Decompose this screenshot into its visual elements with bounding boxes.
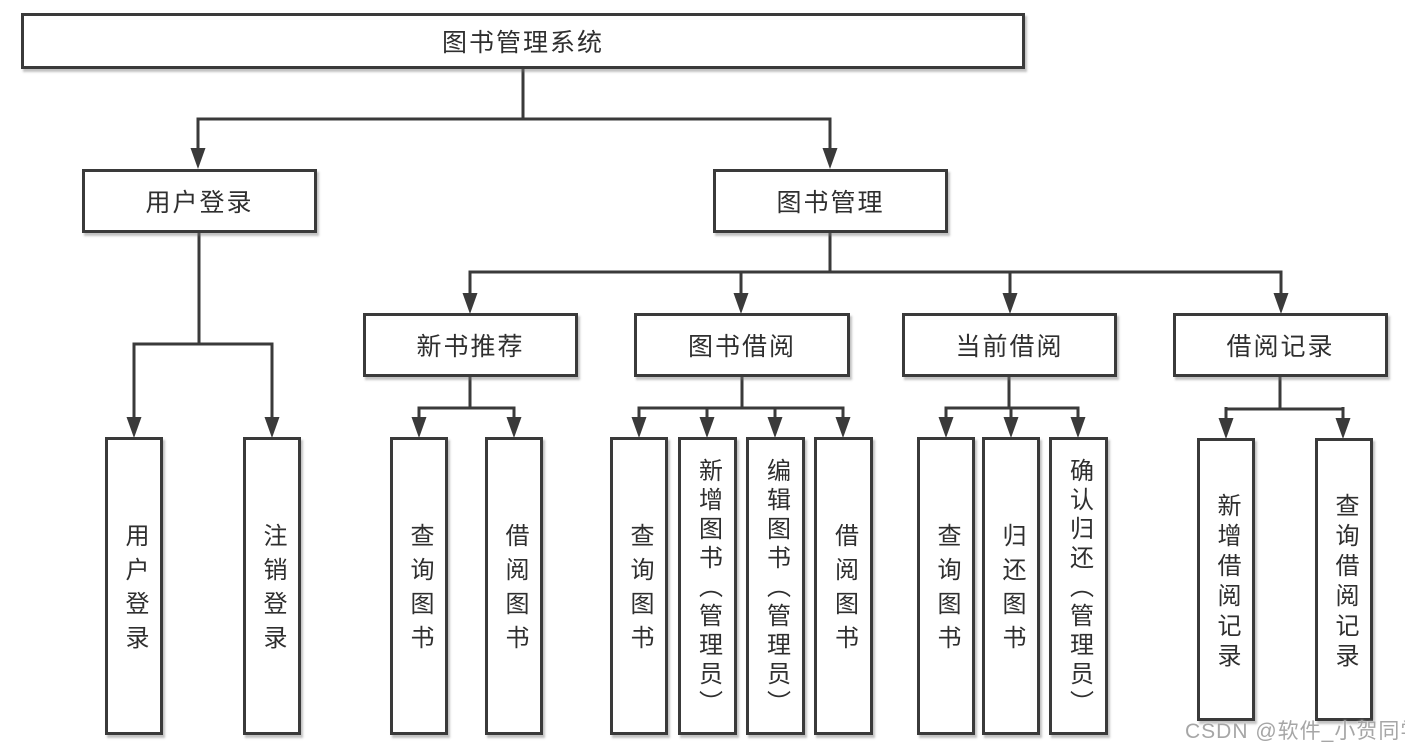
node-root-system: 图书管理系统 [21, 13, 1025, 69]
leaf-confirm-return-admin: 确认归还（管理员） [1049, 437, 1108, 735]
leaf-query-books-2: 查询图书 [610, 437, 668, 735]
leaf-logout-label: 注销登录 [259, 523, 286, 659]
leaf-edit-books-admin-label: 编辑图书（管理员） [762, 458, 790, 719]
leaf-borrow-books-2: 借阅图书 [814, 437, 873, 735]
leaf-add-borrow-record-label: 新增借阅记录 [1213, 492, 1240, 673]
leaf-query-books-1: 查询图书 [390, 437, 448, 735]
leaf-query-books-3-label: 查询图书 [933, 523, 960, 659]
leaf-query-borrow-record: 查询借阅记录 [1315, 438, 1373, 721]
leaf-query-books-3: 查询图书 [917, 437, 975, 735]
leaf-return-books: 归还图书 [982, 437, 1040, 735]
leaf-add-books-admin-label: 新增图书（管理员） [694, 458, 722, 719]
leaf-confirm-return-admin-label: 确认归还（管理员） [1065, 458, 1093, 719]
node-current-borrow: 当前借阅 [902, 313, 1117, 377]
node-new-book-recommend: 新书推荐 [363, 313, 578, 377]
leaf-edit-books-admin: 编辑图书（管理员） [746, 437, 805, 735]
leaf-borrow-books-2-label: 借阅图书 [830, 523, 858, 659]
leaf-user-login-label: 用户登录 [121, 523, 148, 659]
leaf-borrow-books-1-label: 借阅图书 [501, 523, 528, 659]
leaf-add-books-admin: 新增图书（管理员） [678, 437, 737, 735]
node-borrow-record: 借阅记录 [1173, 313, 1388, 377]
leaf-return-books-label: 归还图书 [998, 523, 1025, 659]
leaf-add-borrow-record: 新增借阅记录 [1197, 438, 1255, 721]
csdn-watermark: CSDN @软件_小贺同学 [1185, 720, 1405, 743]
leaf-borrow-books-1: 借阅图书 [485, 437, 543, 735]
leaf-query-borrow-record-label: 查询借阅记录 [1331, 492, 1358, 673]
leaf-query-books-1-label: 查询图书 [406, 523, 433, 659]
node-book-management: 图书管理 [713, 169, 948, 233]
leaf-logout: 注销登录 [243, 437, 301, 735]
leaf-user-login: 用户登录 [105, 437, 163, 735]
node-book-borrow: 图书借阅 [634, 313, 850, 377]
node-user-login: 用户登录 [82, 169, 317, 233]
leaf-query-books-2-label: 查询图书 [626, 523, 653, 659]
